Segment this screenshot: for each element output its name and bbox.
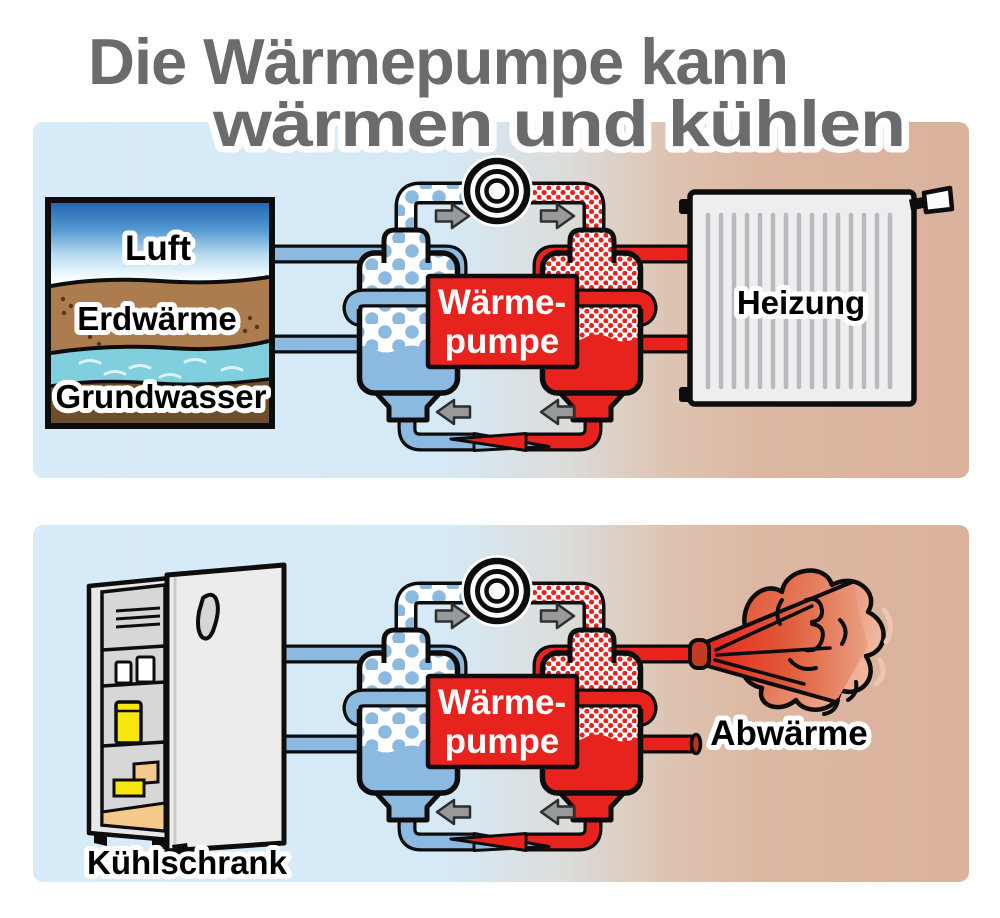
- label-air: Luft: [125, 229, 191, 268]
- fridge-item-jar: [114, 660, 133, 685]
- label-radiator: Heizung: [737, 284, 865, 321]
- fridge-foot: [94, 833, 107, 846]
- fridge-vents: [115, 606, 161, 629]
- sky-layer: [51, 203, 269, 287]
- pump-label-line1: Wärme-: [438, 283, 566, 322]
- fridge-door: [164, 562, 287, 854]
- deep-earth-layer: [51, 379, 269, 423]
- heating-panel: Luft Erdwärme Grundwasser Heizung Wärme-…: [33, 122, 969, 478]
- label-fridge: Kühlschrank: [87, 844, 288, 881]
- waste-heat-exhaust: [688, 568, 893, 756]
- exhaust-nozzle: [688, 638, 711, 670]
- page-title-line1: Die Wärmepumpe kann: [88, 25, 788, 98]
- page-title-line2: wärmen und kühlen: [212, 87, 905, 160]
- fridge-item-butter: [112, 778, 146, 798]
- fridge-item-yellow-jar: [114, 700, 143, 745]
- fridge-foot: [152, 838, 165, 849]
- earth-layer: [51, 277, 269, 353]
- open-pipe-end: [689, 732, 703, 756]
- earth-speckles: [60, 296, 260, 347]
- label-waste-heat: Abwärme: [710, 714, 868, 753]
- radiator: [679, 185, 955, 407]
- heat-source-box: [45, 197, 275, 429]
- cloud-echo-arcs: [873, 607, 893, 687]
- fridge-item-jar: [135, 655, 156, 684]
- pump-label-line2: pumpe: [445, 322, 560, 361]
- fridge-door-handle: [196, 592, 220, 641]
- pump-label-line2: pumpe: [445, 722, 560, 761]
- refrigerator: [86, 562, 287, 856]
- fridge-foot: [172, 843, 189, 856]
- cloud-curls: [775, 597, 859, 716]
- radiator-fins: [705, 212, 893, 390]
- label-geothermal: Erdwärme: [77, 300, 237, 337]
- water-waves: [78, 358, 244, 379]
- heat-spray-cone: [704, 582, 868, 702]
- cooling-panel: Kühlschrank Abwärme Wärme- pumpe: [33, 525, 969, 886]
- valve-knob: [921, 185, 955, 215]
- label-groundwater: Grundwasser: [56, 378, 267, 415]
- pump-label-line1: Wärme-: [438, 683, 566, 722]
